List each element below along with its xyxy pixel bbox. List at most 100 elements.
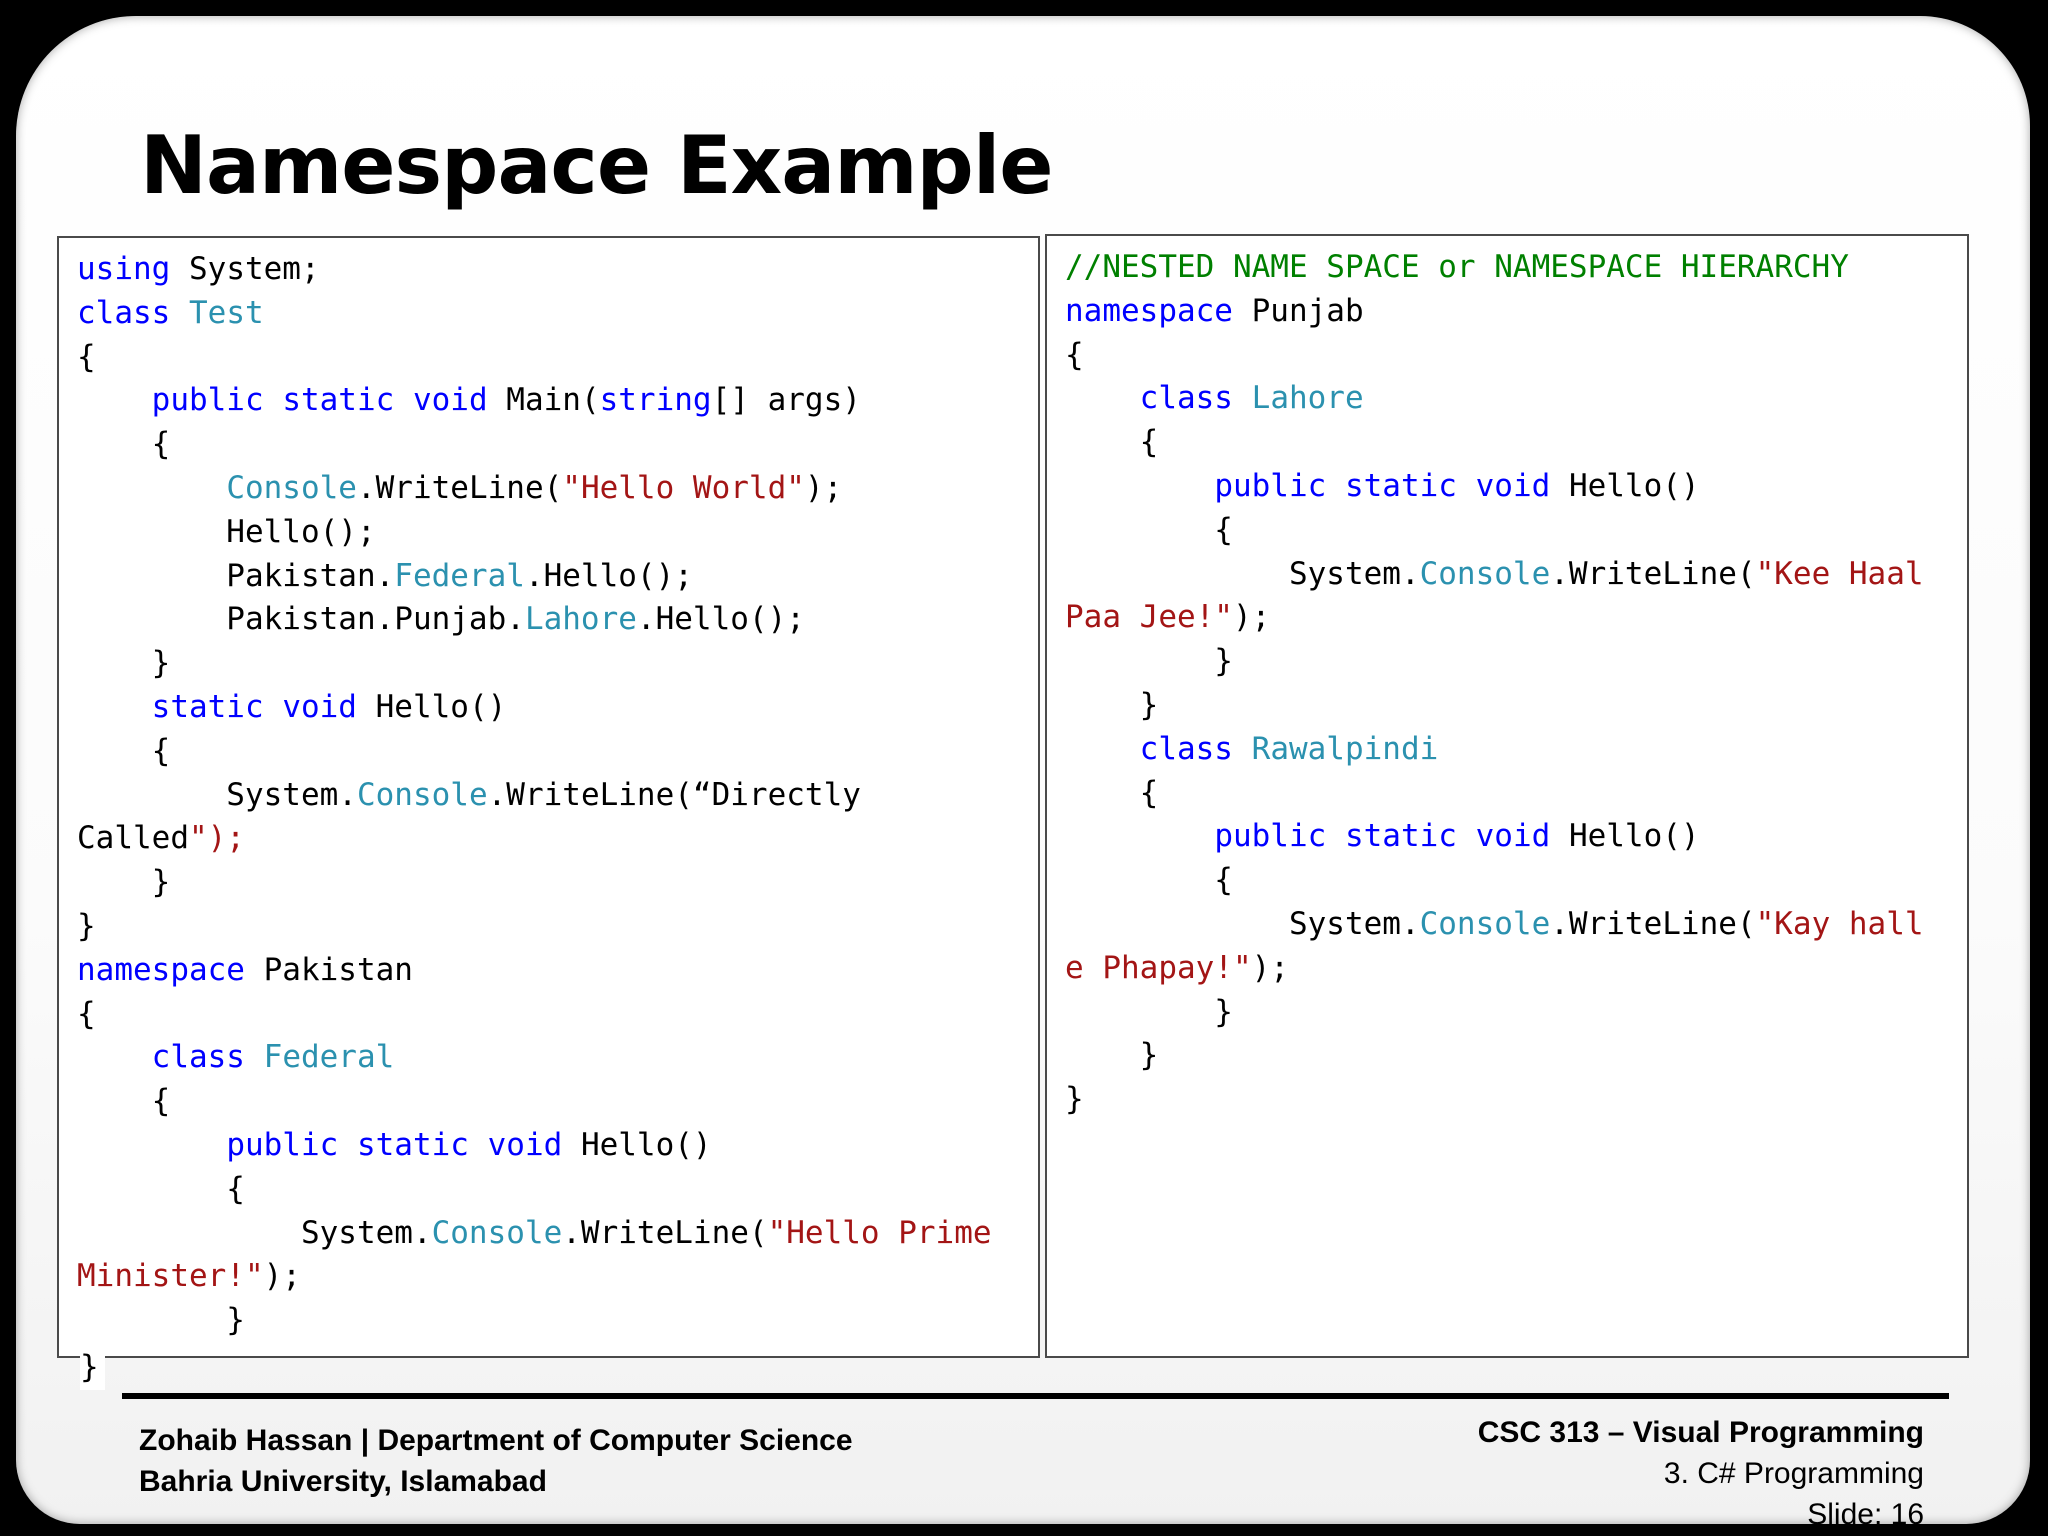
code-keyword: void [1475, 467, 1551, 504]
code-line: System.Console.WriteLine("Kay hall [1065, 903, 1924, 947]
code-line: public static void Hello() [77, 1124, 992, 1168]
code-text: { [1065, 336, 1084, 373]
code-text [1457, 468, 1476, 504]
code-text [394, 382, 413, 418]
code-text [1065, 818, 1214, 854]
code-text [338, 1127, 357, 1163]
code-keyword: void [412, 382, 488, 419]
footer-left: Zohaib Hassan | Department of Computer S… [139, 1420, 853, 1502]
code-text: } [1065, 1081, 1084, 1118]
code-string: "); [188, 820, 245, 857]
code-text: System. [77, 776, 357, 813]
code-text: Hello() [356, 688, 507, 725]
code-type: Federal [394, 557, 525, 594]
code-line: } [77, 861, 992, 905]
code-line: Paa Jee!"); [1065, 596, 1924, 640]
code-text [1326, 468, 1345, 504]
code-string: "Kee Haal [1755, 555, 1924, 592]
code-keyword: static [151, 688, 264, 725]
code-text [1326, 818, 1345, 854]
code-text: System. [77, 1214, 432, 1251]
code-text [264, 689, 283, 725]
code-text: .Hello(); [636, 601, 805, 638]
code-keyword: void [1475, 818, 1551, 855]
code-text: } [1065, 993, 1233, 1030]
code-line: } [1065, 1078, 1924, 1122]
code-type: Test [189, 294, 264, 331]
code-line: e Phapay!"); [1065, 947, 1924, 991]
code-text [77, 1039, 152, 1075]
code-text: Called [77, 820, 189, 857]
code-keyword: class [1139, 380, 1233, 417]
code-keyword: namespace [1065, 292, 1233, 329]
slide-title: Namespace Example [140, 119, 1053, 212]
code-text: Hello(); [77, 513, 376, 550]
code-text: Hello() [1550, 467, 1700, 504]
code-keyword: static [1344, 467, 1457, 504]
code-line: namespace Punjab [1065, 290, 1924, 334]
code-type: Lahore [1251, 380, 1364, 417]
code-text [245, 1039, 264, 1075]
code-line: //NESTED NAME SPACE or NAMESPACE HIERARC… [1065, 246, 1924, 290]
code-type: Lahore [524, 601, 637, 638]
code-line: class Federal [77, 1036, 992, 1080]
code-text [170, 295, 189, 331]
code-overflow-brace: } [80, 1346, 105, 1390]
code-line: { [77, 1080, 992, 1124]
code-keyword: public [226, 1126, 339, 1163]
code-type: Federal [263, 1039, 395, 1076]
code-line: Pakistan.Punjab.Lahore.Hello(); [77, 598, 992, 642]
code-text: } [1065, 1037, 1159, 1074]
code-text: } [77, 645, 171, 682]
code-line: static void Hello() [77, 686, 992, 730]
code-line: Console.WriteLine("Hello World"); [77, 467, 992, 511]
footer-course: CSC 313 – Visual Programming [1477, 1416, 1924, 1449]
code-line: { [1065, 772, 1924, 816]
code-text: } [77, 864, 171, 901]
code-text [77, 470, 226, 506]
code-text [1065, 380, 1140, 416]
code-text: { [1065, 774, 1159, 811]
code-line: { [77, 423, 992, 467]
code-text [469, 1127, 488, 1163]
code-line: { [77, 1168, 992, 1212]
code-line: Pakistan.Federal.Hello(); [77, 555, 992, 599]
code-text: } [77, 907, 96, 944]
code-text: ); [804, 469, 843, 506]
code-type: Rawalpindi [1251, 730, 1439, 767]
code-type: Console [431, 1214, 563, 1251]
code-keyword: public [1214, 467, 1327, 504]
code-text: Main( [487, 382, 600, 419]
code-text: .WriteLine(“Directly [487, 776, 861, 813]
footer-right: CSC 313 – Visual Programming 3. C# Progr… [1478, 1412, 1924, 1524]
code-text: System. [1065, 905, 1420, 942]
code-text: System; [170, 251, 320, 287]
code-text: { [1065, 862, 1233, 899]
code-text: Hello() [562, 1126, 712, 1163]
code-text [77, 382, 152, 418]
code-keyword: public [1214, 818, 1327, 855]
code-panel-right: //NESTED NAME SPACE or NAMESPACE HIERARC… [1045, 234, 1969, 1358]
code-text: ); [1251, 949, 1289, 986]
code-line: { [77, 993, 992, 1037]
footer-divider [122, 1393, 1949, 1399]
code-type: Console [1419, 555, 1551, 592]
code-line: System.Console.WriteLine(“Directly [77, 774, 992, 818]
code-string: "Hello Prime [767, 1214, 992, 1251]
code-keyword: static [1344, 818, 1457, 855]
code-line: { [1065, 334, 1924, 378]
footer-university: Bahria University, Islamabad [139, 1465, 547, 1498]
code-string: Paa Jee!" [1065, 599, 1233, 636]
code-text: Pakistan. [77, 557, 395, 594]
code-line: class Test [77, 292, 992, 336]
code-string: "Kay hall [1755, 905, 1924, 942]
code-keyword: class [77, 294, 171, 331]
code-string: "Hello World" [562, 469, 805, 506]
code-line: } [77, 1299, 992, 1343]
code-line: { [1065, 421, 1924, 465]
code-type: Console [1419, 905, 1551, 942]
code-keyword: class [151, 1039, 245, 1076]
code-text: } [1065, 686, 1159, 723]
code-keyword: public [151, 382, 264, 419]
code-text: { [77, 995, 96, 1032]
